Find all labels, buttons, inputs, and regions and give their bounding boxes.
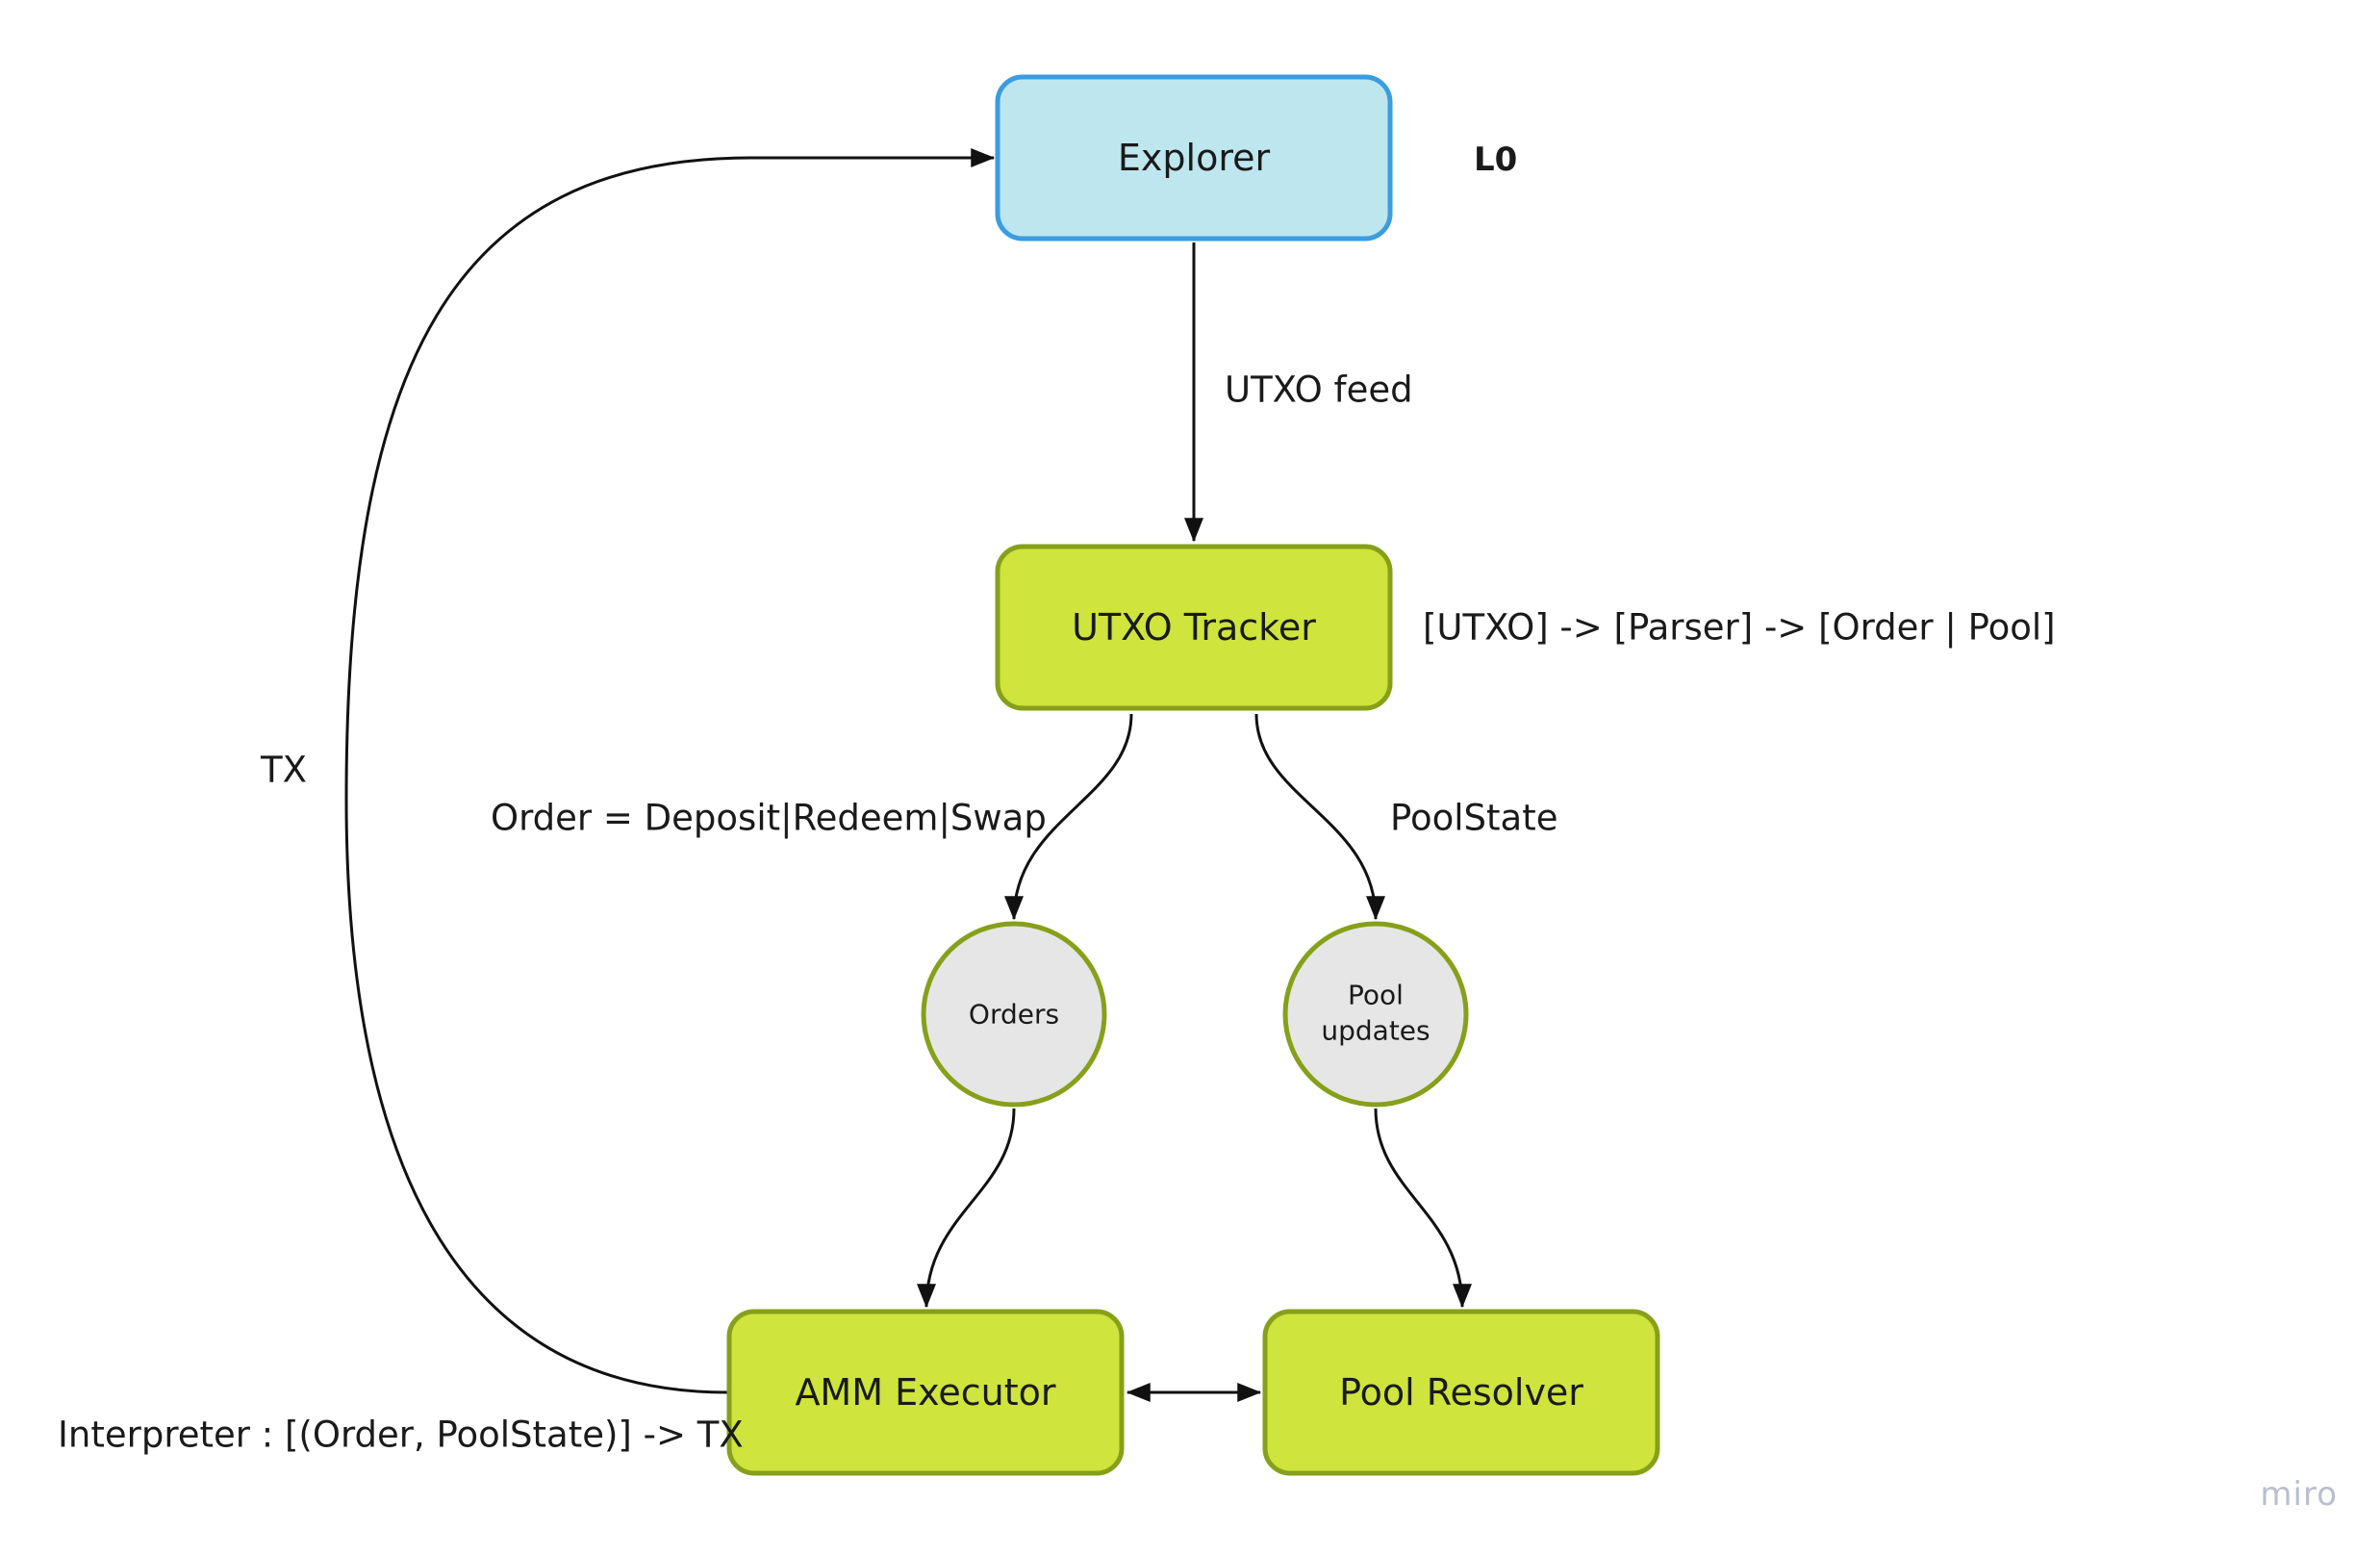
level-label: L0 <box>1474 140 1517 179</box>
node-pool-resolver[interactable]: Pool Resolver <box>1262 1309 1660 1476</box>
node-utxo-tracker-label: UTXO Tracker <box>1072 606 1316 649</box>
node-pool-updates-label-line1: Pool <box>1348 980 1404 1011</box>
node-amm-executor-label: AMM Executor <box>795 1371 1055 1414</box>
edge-orders-to-executor <box>917 1108 1016 1309</box>
interpreter-annotation: Interpreter : [(Order, PoolState)] -> TX <box>58 1415 744 1456</box>
edge-pool-state <box>1254 713 1385 921</box>
node-utxo-tracker[interactable]: UTXO Tracker <box>995 544 1393 711</box>
node-orders-label: Orders <box>969 999 1059 1031</box>
node-explorer-label: Explorer <box>1118 137 1271 179</box>
edge-orders <box>1004 713 1133 921</box>
edge-label-utxo-feed: UTXO feed <box>1225 370 1413 411</box>
node-orders-queue[interactable]: Orders <box>921 921 1107 1108</box>
miro-watermark: miro <box>2260 1475 2338 1514</box>
edge-label-order-types: Order = Deposit|Redeem|Swap <box>491 798 1047 839</box>
edge-pool-updates-to-resolver <box>1374 1108 1472 1309</box>
edge-tx-loop <box>344 148 996 1394</box>
node-amm-executor[interactable]: AMM Executor <box>726 1309 1125 1476</box>
node-explorer[interactable]: Explorer <box>995 74 1393 242</box>
utxo-pipeline-annotation: [UTXO] -> [Parser] -> [Order | Pool] <box>1423 607 2056 649</box>
node-pool-updates-queue[interactable]: Pool updates <box>1282 921 1469 1108</box>
node-pool-resolver-label: Pool Resolver <box>1339 1371 1583 1414</box>
edge-label-tx: TX <box>260 750 307 791</box>
edge-label-pool-state: PoolState <box>1390 798 1558 839</box>
node-pool-updates-label-line2: updates <box>1321 1015 1430 1047</box>
